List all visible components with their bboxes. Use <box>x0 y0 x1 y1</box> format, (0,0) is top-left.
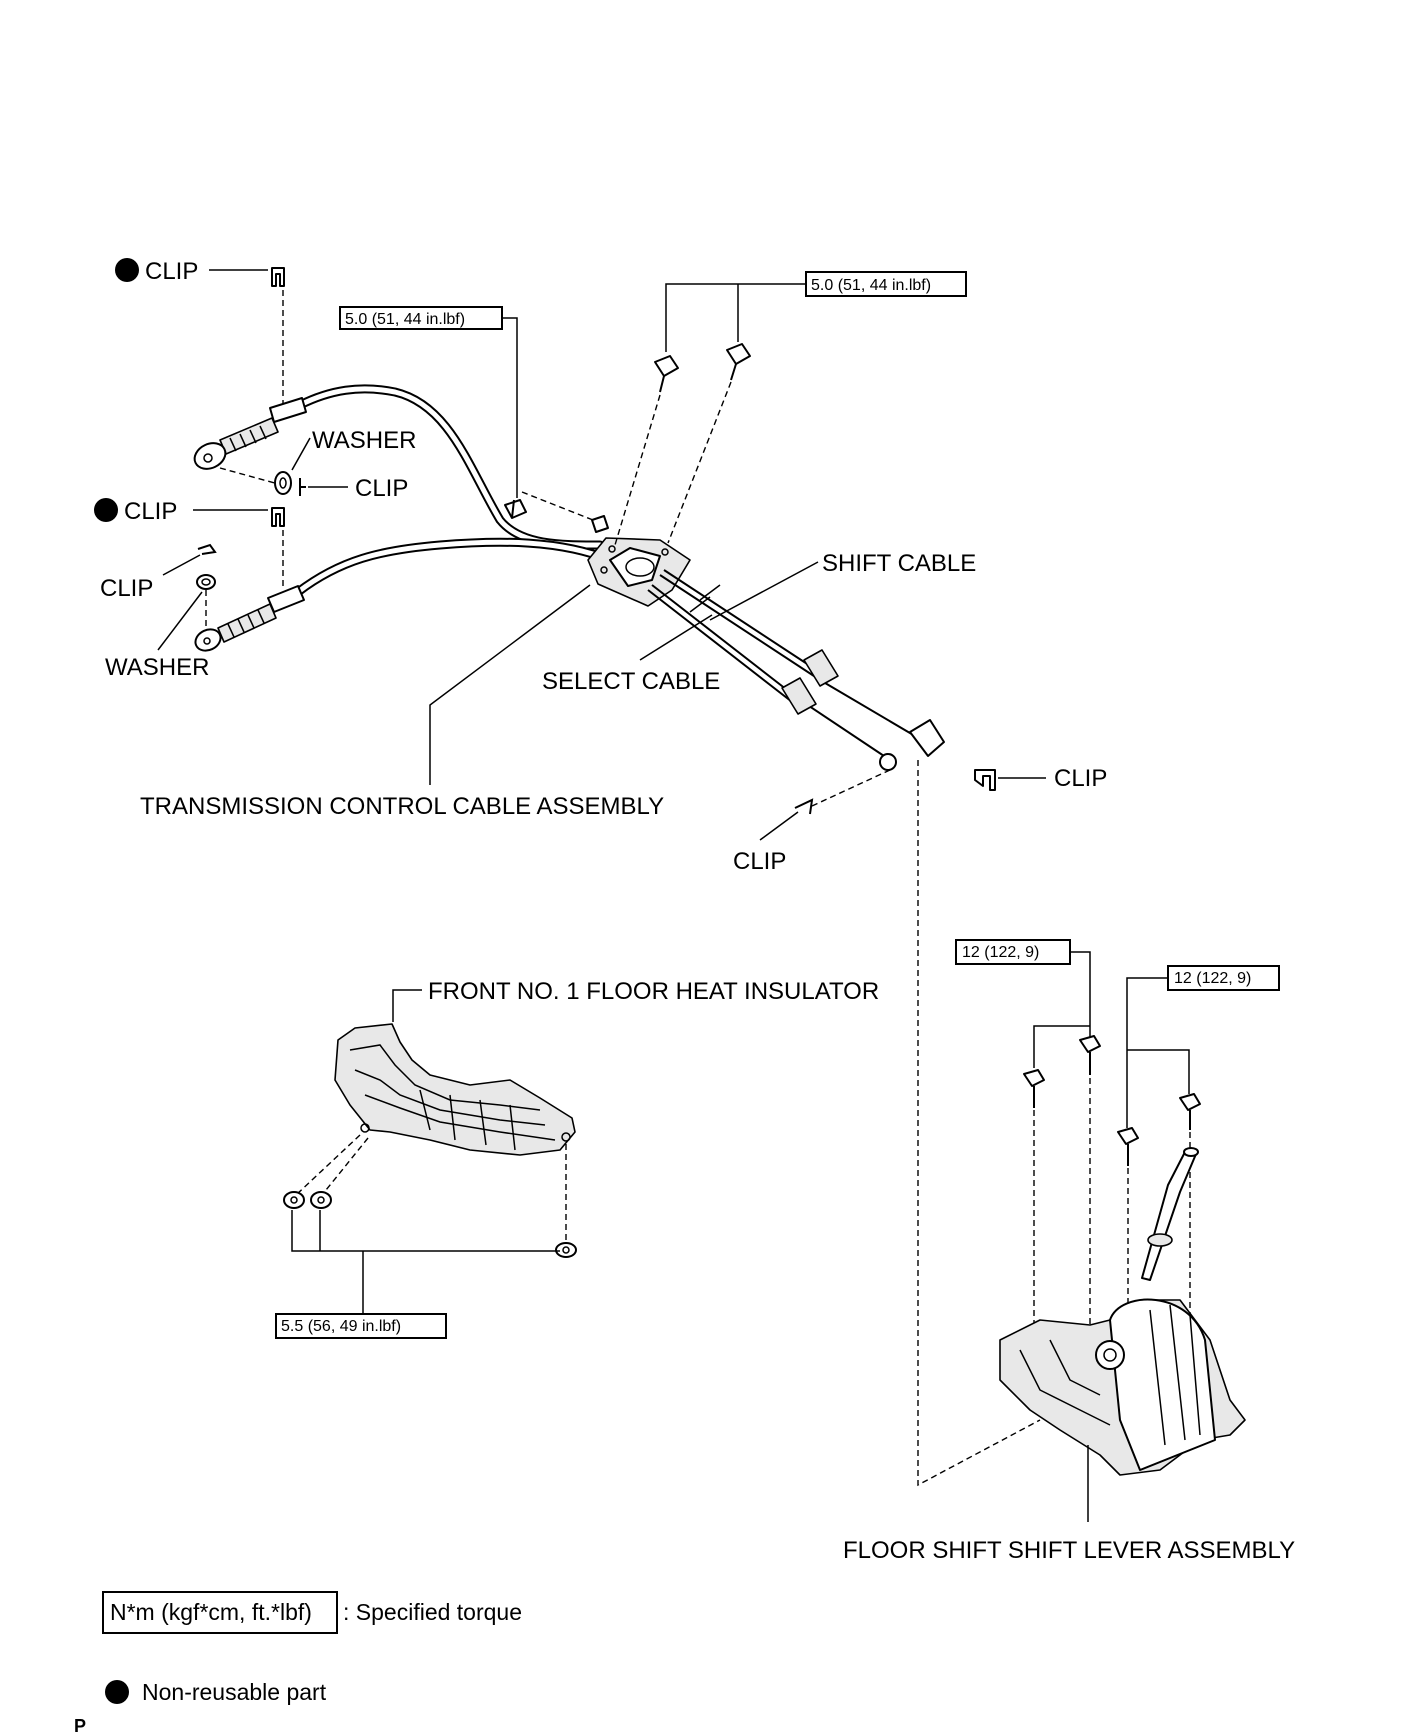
clip-bottom: CLIP <box>733 769 891 875</box>
clip-left-label: CLIP <box>100 575 153 602</box>
select-cable-end <box>194 537 615 652</box>
torque-callout-plate-bolts: 5.0 (51, 44 in.lbf) <box>665 271 967 352</box>
clip-right: CLIP <box>974 765 1107 792</box>
washer-icon <box>196 574 216 590</box>
lever-bolt-2 <box>1023 1069 1045 1108</box>
insulator-nut-3 <box>555 1242 577 1258</box>
boot-bellows <box>217 603 277 643</box>
washer-upper: WASHER <box>274 427 416 495</box>
non-reusable-marker-icon <box>105 1680 129 1704</box>
torque-callout-insulator-nuts: 5.5 (56, 49 in.lbf) <box>275 1210 560 1339</box>
legend-specified-torque: N*m (kgf*cm, ft.*lbf) : Specified torque <box>102 1591 522 1634</box>
clip-icon <box>974 769 996 791</box>
heat-insulator-label: FRONT NO. 1 FLOOR HEAT INSULATOR <box>428 978 879 1005</box>
nut-icon <box>310 1191 332 1209</box>
select-cable-callout: SELECT CABLE <box>542 614 720 695</box>
washer-upper-label: WASHER <box>312 427 416 454</box>
shift-and-select-cables <box>647 569 945 771</box>
bolt-icon <box>726 343 751 365</box>
nut-icon <box>283 1191 305 1209</box>
shift-cable-callout: SHIFT CABLE <box>709 550 976 621</box>
lever-bolt-4 <box>1117 1127 1139 1166</box>
clip-mid-right: CLIP <box>299 475 408 502</box>
clip-upper-left-label: CLIP <box>145 258 198 285</box>
plate-bolt-1 <box>654 355 679 393</box>
bracket-bolt <box>504 499 527 519</box>
washer-lower: WASHER <box>105 574 216 681</box>
lever-bolt-3 <box>1179 1093 1201 1130</box>
shift-lever-callout: FLOOR SHIFT SHIFT LEVER ASSEMBLY <box>843 1445 1295 1564</box>
torque-callout-bracket-bolt: 5.0 (51, 44 in.lbf) <box>339 306 518 498</box>
torque-insulator-nuts-text: 5.5 (56, 49 in.lbf) <box>281 1318 401 1335</box>
front-no1-floor-heat-insulator <box>334 1023 576 1156</box>
washer-icon <box>274 471 292 495</box>
heat-insulator-callout: FRONT NO. 1 FLOOR HEAT INSULATOR <box>392 978 879 1022</box>
clip-icon <box>794 798 814 815</box>
legend-torque-units: N*m (kgf*cm, ft.*lbf) <box>110 1599 312 1625</box>
bolt-icon <box>1023 1069 1045 1087</box>
clip-middle-left-label: CLIP <box>124 498 177 525</box>
clip-icon <box>197 543 217 555</box>
insulator-nut-1 <box>283 1191 305 1209</box>
clip-left: CLIP <box>100 543 217 602</box>
clip-bottom-label: CLIP <box>733 848 786 875</box>
transmission-control-cable-label: TRANSMISSION CONTROL CABLE ASSEMBLY <box>140 793 664 820</box>
bolt-icon <box>1117 1127 1139 1145</box>
plate-bolt-2 <box>726 343 751 381</box>
torque-bracket-bolt-text: 5.0 (51, 44 in.lbf) <box>345 311 465 328</box>
select-cable-label: SELECT CABLE <box>542 668 720 695</box>
clip-upper-left: CLIP <box>115 258 285 287</box>
bolt-icon <box>1079 1035 1101 1053</box>
torque-plate-bolts-text: 5.0 (51, 44 in.lbf) <box>811 277 931 294</box>
legend-torque-text: : Specified torque <box>343 1599 522 1625</box>
bolt-icon <box>504 499 527 519</box>
torque-lever-right-text: 12 (122, 9) <box>1174 970 1251 987</box>
clip-middle-left: CLIP <box>94 498 285 527</box>
clip-icon <box>271 267 285 287</box>
clip-right-label: CLIP <box>1054 765 1107 792</box>
clip-mid-right-label: CLIP <box>355 475 408 502</box>
shift-lever-label: FLOOR SHIFT SHIFT LEVER ASSEMBLY <box>843 1537 1295 1564</box>
lever-bolt-1 <box>1079 1035 1101 1075</box>
washer-lower-label: WASHER <box>105 654 209 681</box>
cable-bracket-plate <box>587 537 691 607</box>
legend-nonreusable-text: Non-reusable part <box>142 1679 327 1705</box>
legend-non-reusable: Non-reusable part <box>105 1679 327 1705</box>
clip-icon <box>299 478 306 496</box>
torque-lever-left-text: 12 (122, 9) <box>962 944 1039 961</box>
bolt-icon <box>654 355 679 377</box>
floor-shift-lever-assembly <box>999 1147 1246 1476</box>
non-reusable-marker-icon <box>115 258 139 282</box>
shift-lever-rod <box>1141 1149 1197 1281</box>
page-marker: P <box>74 1716 86 1734</box>
shift-cable-label: SHIFT CABLE <box>822 550 976 577</box>
boot-bellows <box>219 417 279 455</box>
bolt-icon <box>1179 1093 1201 1111</box>
shift-cable-end <box>193 384 605 550</box>
clip-icon <box>271 507 285 527</box>
insulator-nut-2 <box>310 1191 332 1209</box>
non-reusable-marker-icon <box>94 498 118 522</box>
transmission-control-cable-callout: TRANSMISSION CONTROL CABLE ASSEMBLY <box>140 584 664 820</box>
torque-callout-lever-right: 12 (122, 9) <box>1126 965 1280 1128</box>
torque-callout-lever-left: 12 (122, 9) <box>955 939 1091 1068</box>
nut-icon <box>555 1242 577 1258</box>
